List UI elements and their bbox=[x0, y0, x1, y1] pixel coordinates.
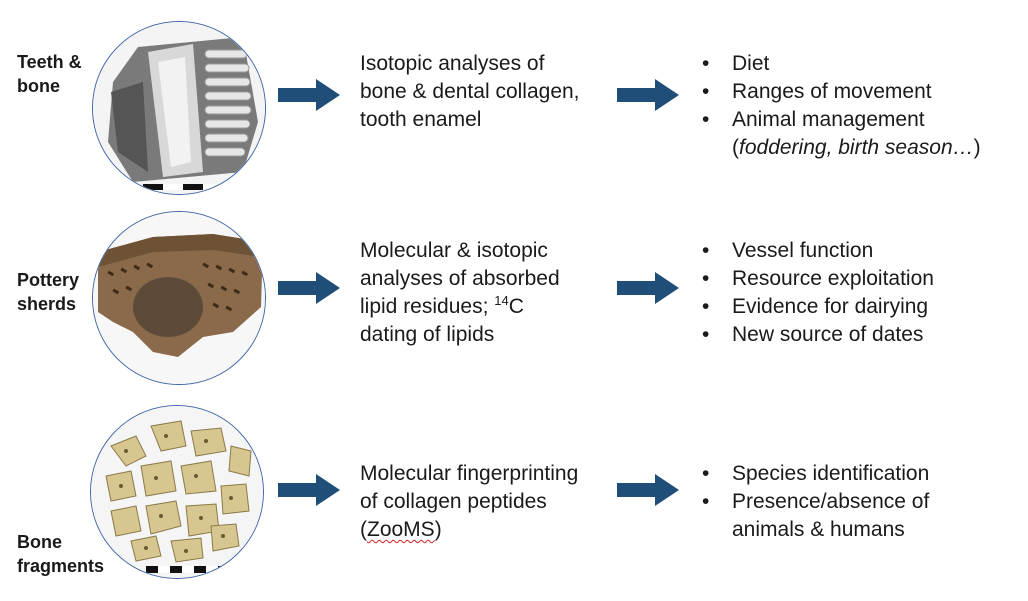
row2-method-line1: Molecular & isotopic bbox=[360, 239, 548, 262]
row1-label: Teeth & bone bbox=[17, 50, 82, 98]
row3-method-line3: (ZooMS) bbox=[360, 518, 442, 541]
row2-label-line1: Pottery bbox=[17, 270, 80, 290]
row2-label-line2: sherds bbox=[17, 294, 77, 314]
row2-method-line4: dating of lipids bbox=[360, 323, 495, 346]
arrow-icon bbox=[617, 79, 679, 111]
row3-label-line1: Bone bbox=[17, 532, 62, 552]
row2-outcomes: Vessel function Resource exploitation Ev… bbox=[700, 237, 934, 349]
list-item: Diet bbox=[700, 50, 981, 78]
arrow-icon bbox=[617, 272, 679, 304]
row2-method: Molecular & isotopic analyses of absorbe… bbox=[360, 237, 560, 349]
row1-outcomes: Diet Ranges of movement Animal managemen… bbox=[700, 50, 981, 162]
row3-method-line2: of collagen peptides bbox=[360, 490, 547, 513]
row1-label-line2: bone bbox=[17, 76, 60, 96]
list-item: New source of dates bbox=[700, 321, 934, 349]
row3-label-line2: fragments bbox=[17, 556, 105, 576]
row1-method-line1: Isotopic analyses of bbox=[360, 52, 545, 75]
bone-fragments-image bbox=[90, 405, 264, 579]
row3-method: Molecular fingerprinting of collagen pep… bbox=[360, 460, 578, 544]
list-item-note: (foddering, birth season…) bbox=[732, 136, 981, 159]
list-item: Ranges of movement bbox=[700, 78, 981, 106]
row3-label: Bone fragments bbox=[17, 530, 104, 578]
list-item: Resource exploitation bbox=[700, 265, 934, 293]
teeth-bone-image bbox=[92, 21, 266, 195]
list-item: Presence/absence of bbox=[700, 488, 929, 516]
list-item: Evidence for dairying bbox=[700, 293, 934, 321]
row1-method: Isotopic analyses of bone & dental colla… bbox=[360, 50, 580, 134]
row1-method-line2: bone & dental collagen, bbox=[360, 80, 580, 103]
arrow-icon bbox=[278, 272, 340, 304]
row3-method-line1: Molecular fingerprinting bbox=[360, 462, 579, 485]
isotope-superscript: 14 bbox=[494, 293, 509, 308]
row1-label-line1: Teeth & bbox=[17, 52, 82, 72]
pottery-sherds-image bbox=[92, 211, 266, 385]
arrow-icon bbox=[617, 474, 679, 506]
zooms-term: ZooMS bbox=[367, 518, 435, 541]
row2-method-line2: analyses of absorbed bbox=[360, 267, 560, 290]
row1-method-line3: tooth enamel bbox=[360, 108, 482, 131]
row3-outcomes: Species identification Presence/absence … bbox=[700, 460, 929, 544]
list-item-continuation: animals & humans bbox=[732, 518, 905, 541]
outcome-note: foddering, birth season… bbox=[739, 136, 974, 159]
list-item: Species identification bbox=[700, 460, 929, 488]
row2-method-line3: lipid residues; 14C bbox=[360, 293, 524, 318]
list-item: Vessel function bbox=[700, 237, 934, 265]
row2-label: Pottery sherds bbox=[17, 268, 79, 316]
arrow-icon bbox=[278, 474, 340, 506]
list-item: Animal management bbox=[700, 106, 981, 134]
arrow-icon bbox=[278, 79, 340, 111]
